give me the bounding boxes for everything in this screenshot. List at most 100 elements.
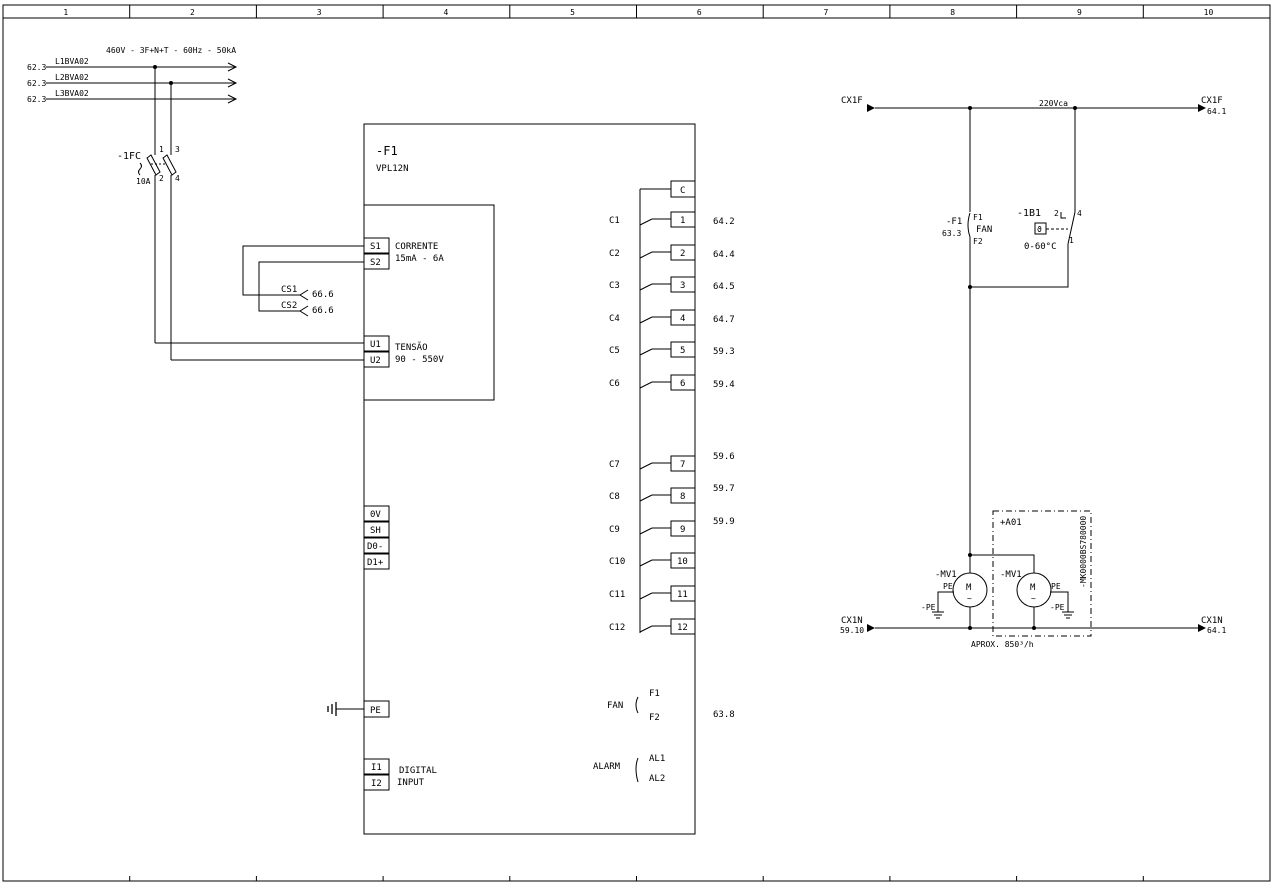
output-terminal [670, 520, 696, 537]
terminal-label: 11 [677, 590, 688, 600]
relay-f1: -F1 VPL12N S1 S2 CORRENTE 15mA - 6A CS1 … [242, 123, 735, 835]
terminal-label: I1 [371, 763, 382, 773]
arrow-icon [227, 78, 238, 88]
output-contact: C11 11 [609, 585, 696, 602]
arrow-icon [227, 62, 238, 72]
terminal-i2 [363, 774, 390, 791]
cs-name: CS1 [281, 285, 297, 295]
output-ref: 59.3 [713, 347, 735, 357]
output-terminal [670, 276, 696, 293]
fan-label: FAN [607, 701, 623, 711]
contact-icon [639, 527, 653, 535]
motor-letter: M [1030, 583, 1036, 593]
contact-icon [639, 218, 653, 226]
line-name: L3BVA02 [55, 89, 89, 98]
terminal-label: C [680, 186, 685, 196]
wire-s1 [242, 245, 364, 296]
thermostat-pin: 2 [1054, 209, 1059, 218]
terminal-sh [363, 521, 390, 538]
fuse-1fc: -1FC 10A 1 2 3 4 [117, 145, 180, 186]
assembly-boundary [992, 510, 1092, 637]
contact-icon [639, 316, 653, 324]
column-label: 8 [950, 8, 955, 17]
arrow-icon [227, 94, 238, 104]
terminal-label: U1 [370, 340, 381, 350]
arrow-icon [867, 104, 875, 112]
output-label: C11 [609, 590, 625, 600]
contact-icon [639, 251, 653, 259]
column-label: 2 [190, 8, 195, 17]
current-range: 15mA - 6A [395, 254, 444, 264]
terminal-label: 8 [680, 492, 685, 502]
fuse-element-icon [162, 154, 177, 176]
junction-dot [968, 285, 972, 289]
fan-pin: F2 [649, 713, 660, 723]
airflow-label: APROX. 850³/h [971, 640, 1034, 649]
column-label: 7 [824, 8, 829, 17]
terminal-0v [363, 505, 390, 522]
digital-label: DIGITAL [399, 766, 437, 776]
motor-wave: ~ [1031, 594, 1036, 603]
column-label: 1 [63, 8, 68, 17]
digital-label: INPUT [397, 778, 425, 788]
junction-dot [968, 626, 972, 630]
wire [970, 554, 1035, 573]
terminal-u1 [363, 335, 390, 352]
supply-section: 460V - 3F+N+T - 60Hz - 50kA 62.3 L1BVA02… [27, 46, 364, 361]
terminal-label: 2 [680, 249, 685, 259]
terminal-label: S1 [370, 242, 381, 252]
output-terminal [670, 244, 696, 261]
contact-ref: 63.3 [942, 229, 961, 238]
column-label: 6 [697, 8, 702, 17]
terminal-label: 0V [370, 510, 381, 520]
terminal-label: 9 [680, 525, 685, 535]
motor-wave: ~ [967, 594, 972, 603]
motor-letter: M [966, 583, 972, 593]
cx1n-label: CX1N [841, 616, 863, 626]
output-label: C8 [609, 492, 620, 502]
column-dividers [129, 5, 1144, 18]
supply-spec: 460V - 3F+N+T - 60Hz - 50kA [106, 46, 236, 55]
column-label: 5 [570, 8, 575, 17]
output-terminal [670, 552, 696, 569]
arrow-icon [1198, 624, 1206, 632]
terminal-label: S2 [370, 258, 381, 268]
cx1n-ref: 59.10 [840, 626, 864, 635]
fuse-pin: 2 [159, 174, 164, 183]
column-label: 3 [317, 8, 322, 17]
column-label: 10 [1204, 8, 1214, 17]
output-label: C4 [609, 314, 620, 324]
terminal-label: 12 [677, 623, 688, 633]
relay-tag: -F1 [376, 144, 398, 158]
motor-gnd: -PE [1050, 603, 1065, 612]
terminal-label: U2 [370, 356, 381, 366]
terminal-label: 10 [677, 557, 688, 567]
fuse-pin: 4 [175, 174, 180, 183]
terminal-label: 3 [680, 281, 685, 291]
motor-mv1-b: M ~ -MV1 PE -PE [1000, 570, 1074, 619]
output-label: C9 [609, 525, 620, 535]
fuse-pin: 3 [175, 145, 180, 154]
arrow-icon [1198, 104, 1206, 112]
column-label: 4 [443, 8, 448, 17]
contact-label: FAN [976, 225, 992, 235]
junction-dot [1032, 626, 1036, 630]
fuse-tag: -1FC [117, 151, 141, 162]
assembly-tag: +A01 [1000, 518, 1022, 528]
output-ref: 64.4 [713, 250, 735, 260]
terminal-u2 [363, 351, 390, 368]
output-label: C5 [609, 346, 620, 356]
terminal-label: 7 [680, 460, 685, 470]
output-terminal [670, 309, 696, 326]
output-label: C3 [609, 281, 620, 291]
terminal-d0 [363, 537, 390, 554]
terminal-i1 [363, 758, 390, 775]
line-name: L1BVA02 [55, 57, 89, 66]
terminal-label: I2 [371, 779, 382, 789]
